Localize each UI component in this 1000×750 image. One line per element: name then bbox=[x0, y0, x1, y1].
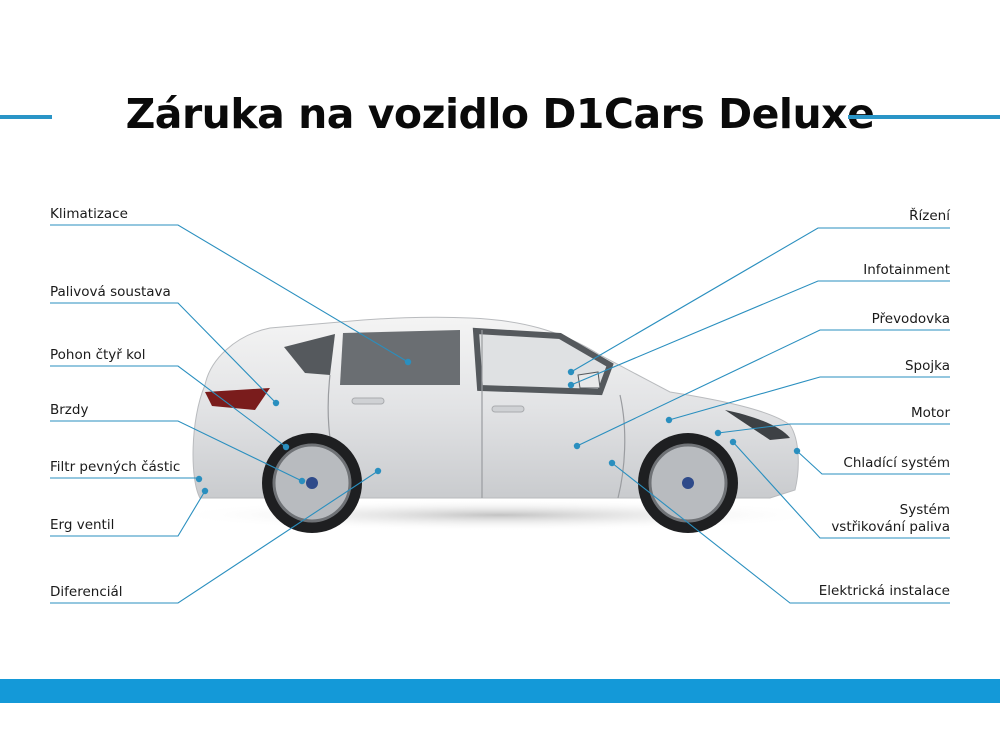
leader-dots-right bbox=[567, 368, 801, 467]
leader-lines-left bbox=[50, 224, 409, 604]
label-elektricka-instalace: Elektrická instalace bbox=[818, 583, 950, 599]
title-rule-left bbox=[0, 115, 52, 119]
label-palivova-soustava: Palivová soustava bbox=[50, 284, 171, 300]
label-vstrikovani-paliva: vstřikování paliva bbox=[831, 519, 950, 535]
leader-dots-left bbox=[195, 358, 412, 495]
car-illustration bbox=[170, 316, 830, 533]
footer-bar bbox=[0, 679, 1000, 703]
label-spojka: Spojka bbox=[904, 358, 950, 374]
label-rizeni: Řízení bbox=[909, 208, 950, 224]
page-title: Záruka na vozidlo D1Cars Deluxe bbox=[125, 90, 875, 138]
label-prevodovka: Převodovka bbox=[871, 311, 950, 327]
label-system-line1: Systém bbox=[899, 502, 950, 518]
label-filtr-pevnych-castic: Filtr pevných částic bbox=[50, 459, 181, 475]
label-pohon-ctyr-kol: Pohon čtyř kol bbox=[50, 347, 146, 363]
label-chladici-system: Chladící systém bbox=[843, 455, 950, 471]
label-brzdy: Brzdy bbox=[50, 402, 89, 418]
title-rule-right bbox=[848, 115, 1000, 119]
label-infotainment: Infotainment bbox=[863, 262, 950, 278]
leader-lines-right bbox=[570, 227, 950, 604]
label-motor: Motor bbox=[910, 405, 950, 421]
label-erg-ventil: Erg ventil bbox=[50, 517, 115, 533]
label-diferencial: Diferenciál bbox=[50, 584, 123, 600]
label-klimatizace: Klimatizace bbox=[50, 206, 128, 222]
